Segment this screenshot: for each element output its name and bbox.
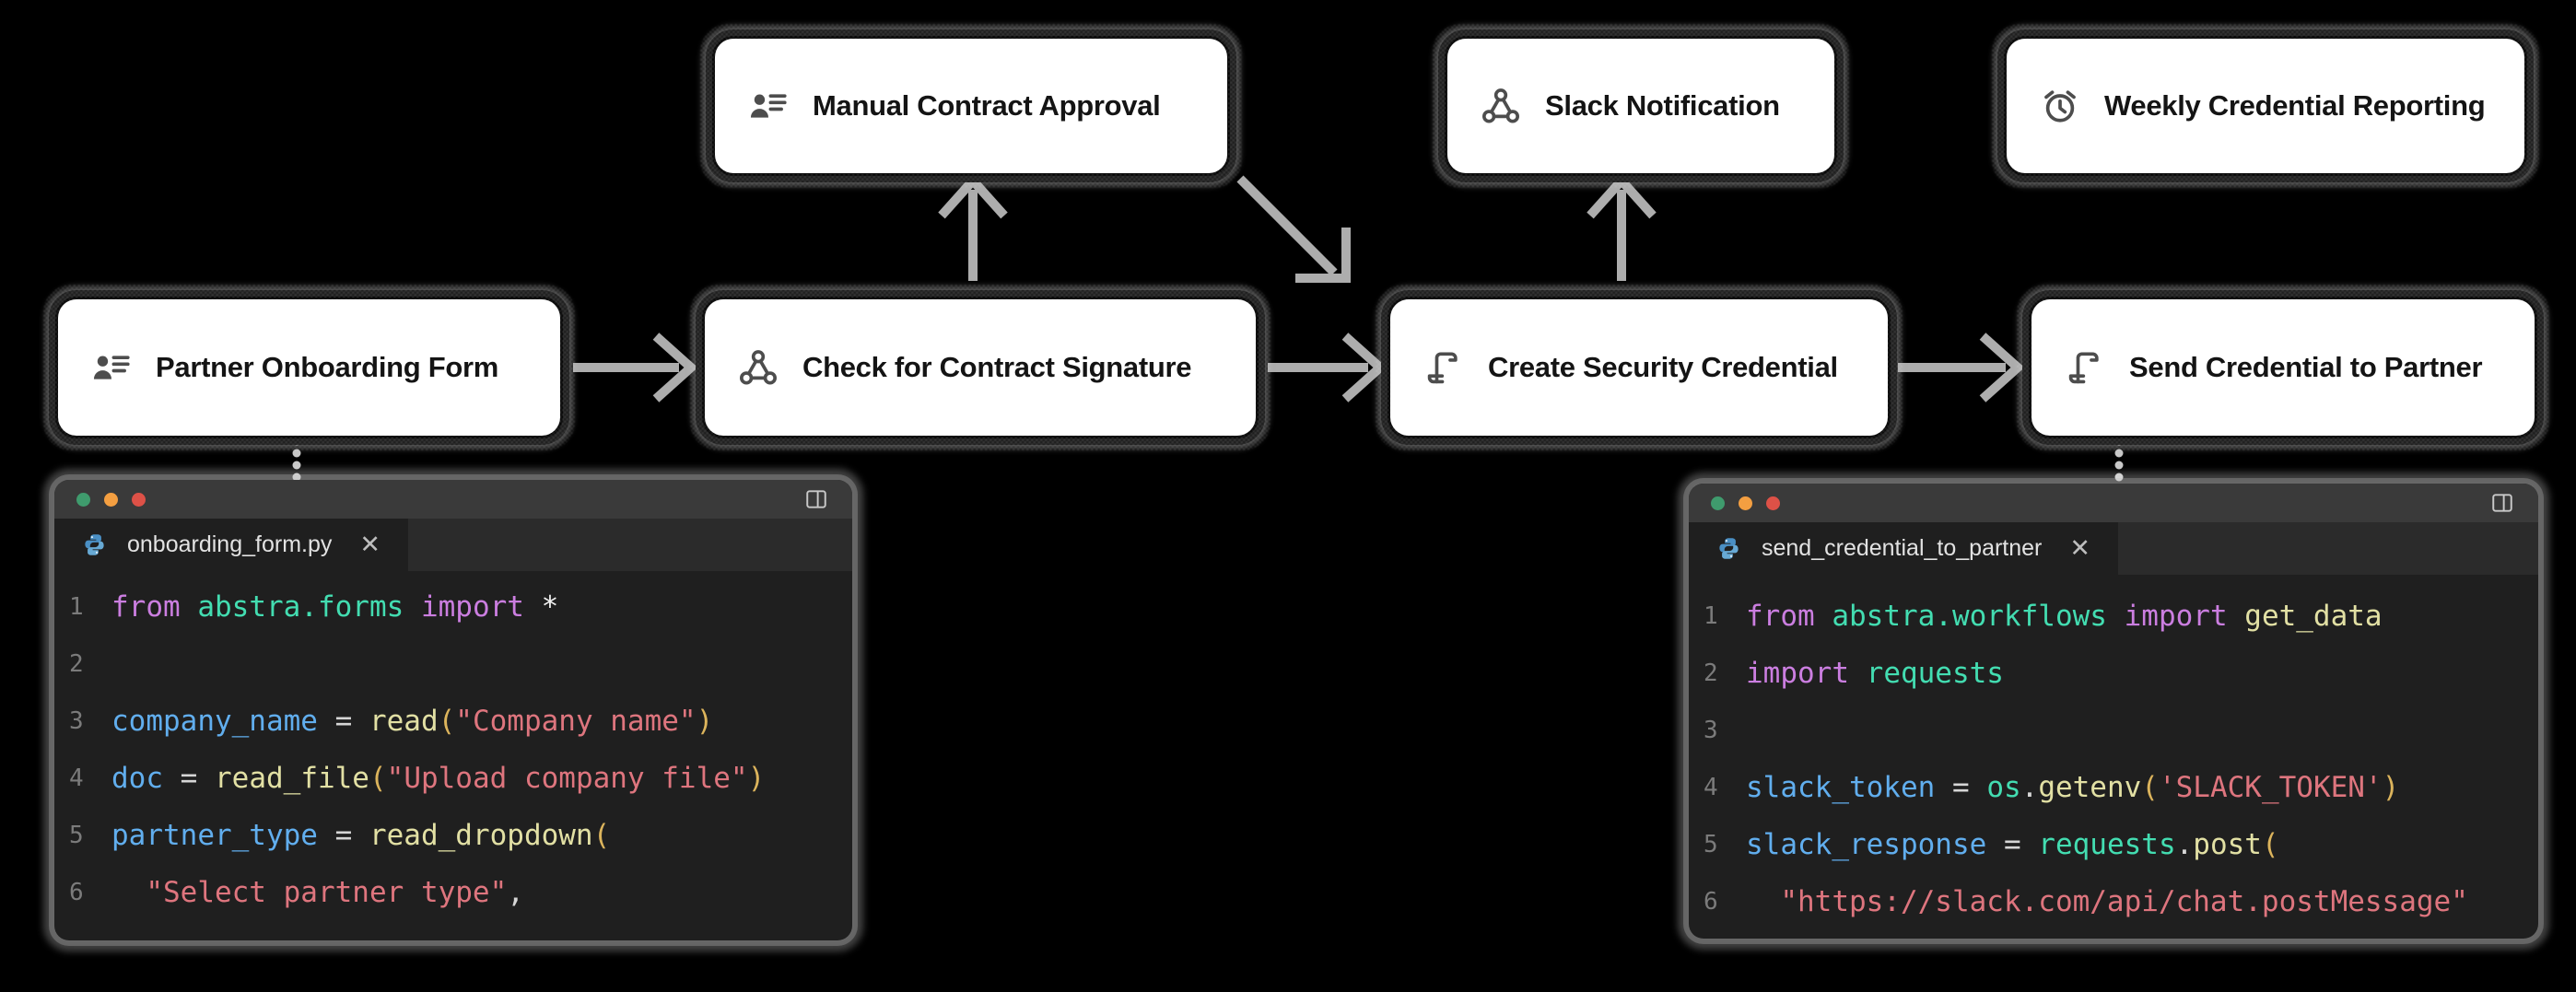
line-number: 4 (1704, 774, 1718, 801)
close-icon[interactable]: ✕ (359, 531, 381, 558)
code-text: from abstra.workflows import get_data (1746, 600, 2383, 633)
webhook-icon (1481, 86, 1521, 126)
flow-node-send-credential-to-partner[interactable]: Send Credential to Partner (2032, 299, 2535, 436)
code-line: 5 partner_type = read_dropdown( (69, 807, 852, 864)
python-icon (82, 532, 107, 557)
traffic-light-red[interactable] (1766, 496, 1780, 510)
line-number: 2 (1704, 659, 1718, 687)
flow-node-label: Weekly Credential Reporting (2104, 89, 2486, 122)
code-line: 2 (69, 636, 852, 693)
flow-node-check-for-contract-signature[interactable]: Check for Contract Signature (705, 299, 1256, 436)
tab-onboarding-form-window[interactable]: onboarding_form.py ✕ (54, 519, 408, 571)
code-text: import requests (1746, 657, 2004, 690)
line-number: 1 (1704, 602, 1718, 630)
line-number: 5 (1704, 831, 1718, 858)
window-titlebar[interactable] (54, 480, 852, 519)
code-text: slack_token = os.getenv('SLACK_TOKEN') (1746, 771, 2400, 804)
tab-filename: send_credential_to_partner (1762, 535, 2043, 561)
line-number: 4 (69, 764, 84, 792)
line-number: 3 (69, 707, 84, 735)
arrow-create-to-send (1898, 333, 2025, 403)
code-text: partner_type = read_dropdown( (111, 819, 611, 852)
tab-strip: send_credential_to_partner ✕ (1689, 522, 2538, 575)
traffic-lights (1711, 496, 1780, 510)
flow-node-label: Send Credential to Partner (2129, 351, 2483, 383)
webhook-icon (738, 347, 779, 388)
traffic-lights (76, 492, 146, 507)
code-text: company_name = read("Company name") (111, 705, 714, 738)
line-number: 6 (1704, 888, 1718, 916)
flow-node-create-security-credential[interactable]: Create Security Credential (1390, 299, 1888, 436)
tab-filename: onboarding_form.py (127, 531, 333, 557)
code-line: 3 company_name = read("Company name") (69, 693, 852, 750)
line-number: 6 (69, 879, 84, 906)
code-line: 2 import requests (1704, 645, 2538, 702)
traffic-light-orange[interactable] (1739, 496, 1752, 510)
flow-node-label: Partner Onboarding Form (156, 351, 499, 383)
traffic-light-red[interactable] (132, 492, 146, 507)
split-columns-icon[interactable] (802, 487, 830, 511)
person-list-icon (748, 86, 789, 126)
code-line: 5 slack_response = requests.post( (1704, 816, 2538, 873)
window-titlebar[interactable] (1689, 484, 2538, 522)
traffic-light-green[interactable] (76, 492, 90, 507)
script-icon (1423, 347, 1464, 388)
code-text: doc = read_file("Upload company file") (111, 762, 766, 795)
arrow-manual-to-create (1236, 175, 1351, 283)
person-list-icon (91, 347, 132, 388)
code-text: "https://slack.com/api/chat.postMessage" (1780, 885, 2468, 918)
code-text: from abstra.forms import * (111, 590, 559, 624)
flow-node-label: Slack Notification (1545, 89, 1780, 122)
python-icon (1716, 536, 1741, 561)
traffic-light-orange[interactable] (104, 492, 118, 507)
code-line: 4 slack_token = os.getenv('SLACK_TOKEN') (1704, 759, 2538, 816)
flow-node-label: Manual Contract Approval (813, 89, 1161, 122)
code-line: 6 "Select partner type", (69, 864, 852, 921)
code-editor-area[interactable]: 1 from abstra.forms import * 2 3 company_nam… (54, 571, 852, 921)
code-line: 4 doc = read_file("Upload company file") (69, 750, 852, 807)
flow-node-slack-notification[interactable]: Slack Notification (1447, 39, 1834, 173)
arrow-check-to-create (1268, 333, 1388, 403)
line-number: 1 (69, 593, 84, 621)
script-icon (2065, 347, 2105, 388)
arrow-create-to-slack (1587, 173, 1657, 281)
tab-strip: onboarding_form.py ✕ (54, 519, 852, 571)
code-line: 3 (1704, 702, 2538, 759)
split-columns-icon[interactable] (2488, 491, 2516, 515)
code-line: 7 (1704, 930, 2538, 939)
code-text: slack_response = requests.post( (1746, 828, 2279, 861)
flow-node-partner-onboarding-form[interactable]: Partner Onboarding Form (58, 299, 560, 436)
code-text: "Select partner type", (146, 876, 524, 909)
flow-node-manual-contract-approval[interactable]: Manual Contract Approval (715, 39, 1227, 173)
code-window-send-credential[interactable]: send_credential_to_partner ✕ 1 from abstra.… (1689, 484, 2538, 939)
code-line: 1 from abstra.forms import * (69, 578, 852, 636)
code-line: 6 "https://slack.com/api/chat.postMessag… (1704, 873, 2538, 930)
code-window-onboarding-form[interactable]: onboarding_form.py ✕ 1 from abstra.forms im… (54, 480, 852, 940)
flow-node-label: Check for Contract Signature (802, 351, 1192, 383)
line-number: 2 (69, 650, 84, 678)
flow-node-weekly-credential-reporting[interactable]: Weekly Credential Reporting (2007, 39, 2524, 173)
traffic-light-green[interactable] (1711, 496, 1725, 510)
flow-node-label: Create Security Credential (1488, 351, 1838, 383)
close-icon[interactable]: ✕ (2069, 534, 2091, 562)
arrow-check-to-manual (938, 173, 1008, 281)
arrow-partner-to-check (573, 333, 698, 403)
alarm-clock-icon (2040, 86, 2080, 126)
tab-send-credential-window[interactable]: send_credential_to_partner ✕ (1689, 522, 2119, 575)
code-line: 1 from abstra.workflows import get_data (1704, 588, 2538, 645)
line-number: 3 (1704, 717, 1718, 744)
line-number: 5 (69, 822, 84, 849)
